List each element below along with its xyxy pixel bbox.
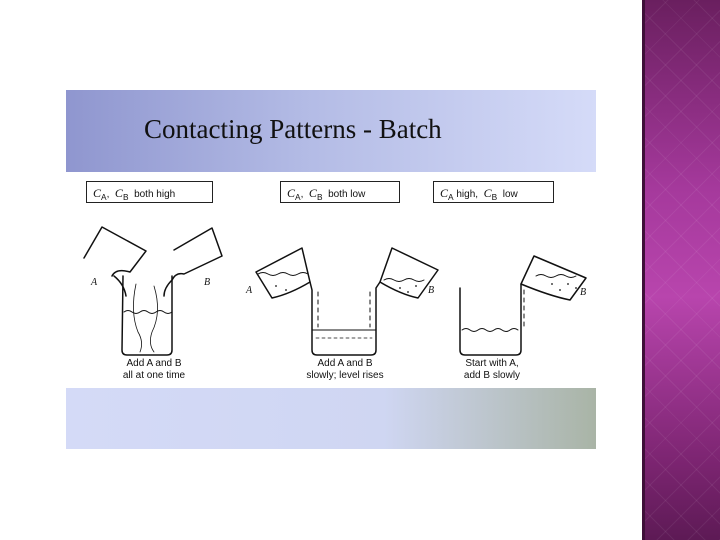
panel-3-label-b: B: [580, 287, 586, 298]
panel-1-label-a: A: [90, 277, 98, 288]
panel-1-condition-box: CA, CB both high: [86, 181, 213, 203]
panel-2-caption: Add A and B slowly; level rises: [306, 358, 384, 381]
panel-2-condition-box: CA, CB both low: [280, 181, 400, 203]
slide-title: Contacting Patterns - Batch: [144, 114, 442, 144]
panel-2-label-a: A: [245, 285, 253, 296]
panel-1-condition-text: both high: [134, 189, 176, 200]
panel-2-condition-text: both low: [328, 189, 366, 200]
bottom-bar: [66, 388, 596, 449]
panel-2-label-b: B: [428, 285, 434, 296]
panel-1-caption: Add A and B all at one time: [122, 358, 186, 381]
panel-3-vessels: [459, 255, 587, 356]
title-bar: Contacting Patterns - Batch: [66, 90, 596, 172]
panel-1-vessels: [83, 226, 223, 356]
decorative-side-band: [642, 0, 720, 540]
vessels-drawing: A B A B B: [83, 226, 587, 356]
panel-2-vessels: [255, 247, 439, 356]
panel-3-condition-text: low: [502, 189, 518, 200]
panel-3-condition-box: CA high, CB low: [433, 181, 554, 203]
panel-3-caption: Start with A, add B slowly: [463, 358, 521, 381]
contacting-patterns-figure: CA, CB both high CA, CB both low CA high…: [66, 172, 596, 388]
panel-1-label-b: B: [204, 277, 210, 288]
